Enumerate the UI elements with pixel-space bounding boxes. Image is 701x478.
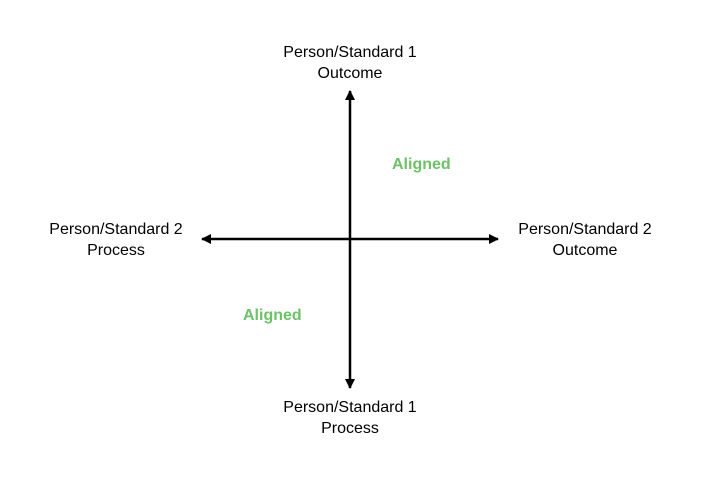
bottom-axis-label-line1: Person/Standard 1 (283, 399, 417, 416)
right-axis-label-line1: Person/Standard 2 (518, 221, 652, 238)
quadrant-upper-right-aligned: Aligned (392, 156, 451, 173)
top-axis-label-line2: Outcome (317, 65, 383, 82)
left-axis-label-line1: Person/Standard 2 (49, 221, 183, 238)
bottom-axis-label-line2: Process (321, 420, 379, 437)
top-axis-label: Person/Standard 1 Outcome (240, 42, 460, 84)
left-axis-label: Person/Standard 2 Process (16, 219, 216, 261)
right-axis-label-line2: Outcome (552, 242, 618, 259)
bottom-axis-label: Person/Standard 1 Process (240, 397, 460, 439)
top-axis-label-line1: Person/Standard 1 (283, 44, 417, 61)
right-axis-label: Person/Standard 2 Outcome (485, 219, 685, 261)
left-axis-label-line2: Process (87, 242, 145, 259)
quadrant-lower-left-aligned: Aligned (243, 307, 302, 324)
